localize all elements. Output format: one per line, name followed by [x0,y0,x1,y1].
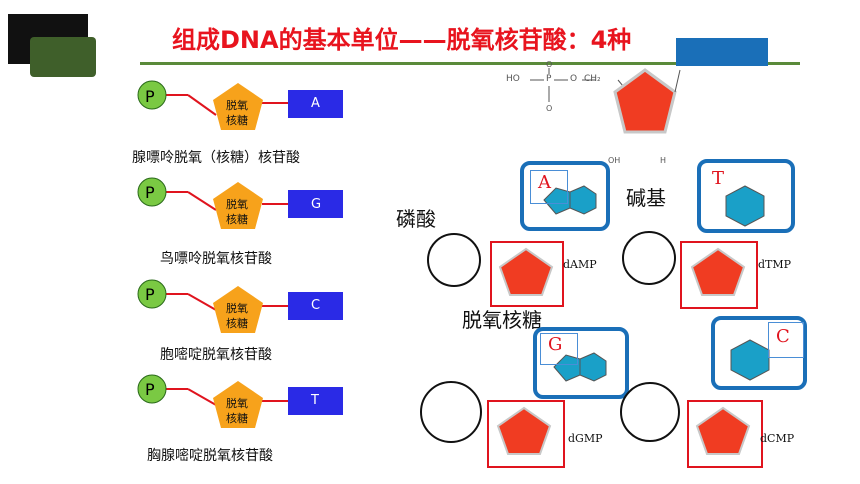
nucleotide-name: 胸腺嘧啶脱氧核苷酸 [147,448,273,464]
nucleotide-name: 鸟嘌呤脱氧核苷酸 [160,251,272,267]
base-box [697,159,795,233]
sugar-label-line2: 核糖 [226,114,248,127]
sugar-label-line1: 脱氧 [226,397,248,410]
sugar-label-line2: 核糖 [226,213,248,226]
purine-ring [543,185,597,215]
base-letter-box [540,333,578,365]
sugar-ring [496,406,552,455]
sugar-label-line1: 脱氧 [226,99,248,112]
base-label: T [311,393,319,408]
sugar-label-line1: 脱氧 [226,302,248,315]
chem-ch2-label: CH₂ [584,74,601,84]
chem-oh-bottom-label: OH [608,156,621,165]
sugar-box [490,241,564,307]
base-letter: G [548,334,563,355]
structure-name: dGMP [568,432,603,445]
phosphate-circle [427,233,481,287]
sugar-ring [695,406,751,455]
chem-o-top-label: O [546,60,553,69]
base-letter: A [538,172,551,193]
purine-ring [553,352,607,382]
nucleotide-diagram-c [137,279,343,333]
sugar-callout: 脱氧核糖 [462,308,542,332]
base-label: G [311,197,322,212]
chem-o-link-label: O [570,74,578,84]
base-label: C [311,298,321,313]
base-letter: C [776,326,790,347]
sugar-box [487,400,565,468]
phosphate-circle [420,381,482,443]
nucleotide-list: P 脱氧 核糖 A 腺嘌呤脱氧（核糖）核苷酸 P 脱氧 核糖 G 鸟嘌呤脱氧核苷… [0,0,400,484]
base-letter-box [530,170,568,204]
structure-name: dTMP [758,258,792,271]
phosphate-label: P [145,183,155,202]
phosphate-circle [620,382,680,442]
chem-p-label: P [546,74,552,84]
nucleotide-name: 腺嘌呤脱氧（核糖）核苷酸 [132,150,300,166]
structure-name: dAMP [563,258,597,271]
sugar-box [680,241,758,309]
sugar-label-line2: 核糖 [226,412,248,425]
phosphate-circle [622,231,676,285]
base-box [533,327,629,399]
chem-h-bottom-label: H [660,156,667,165]
pyrimidine-ring [725,185,765,227]
pyrimidine-ring [730,339,770,381]
sugar-ring [498,247,554,296]
base-label: A [311,96,320,111]
title-rule [140,62,800,65]
base-letter-box [768,322,804,358]
sugar-label-line1: 脱氧 [226,198,248,211]
chem-o-bottom-label: O [546,104,553,113]
base-box [711,316,807,390]
nucleotide-diagram-g [137,177,343,229]
nucleotide-diagram-t [137,374,343,428]
blue-corner-block [676,38,768,66]
sugar-box [687,400,763,468]
phosphate-label: P [145,285,155,304]
chem-oh-label: HO [506,74,520,84]
phosphate-label: P [145,87,155,106]
base-letter: T [712,168,725,189]
phosphate-callout: 磷酸 [396,207,436,231]
base-callout: 碱基 [626,186,666,210]
phosphate-label: P [145,380,155,399]
nucleotide-diagram-a [137,80,343,130]
green-corner-block [30,37,96,77]
sugar-label-line2: 核糖 [226,317,248,330]
base-box [520,161,610,231]
deoxyribose-phosphate-structure [530,68,681,134]
structure-name: dCMP [760,432,795,445]
page-title: 组成DNA的基本单位——脱氧核苷酸：4种 [172,26,632,54]
sugar-ring [690,247,746,296]
nucleotide-name: 胞嘧啶脱氧核苷酸 [160,347,272,363]
